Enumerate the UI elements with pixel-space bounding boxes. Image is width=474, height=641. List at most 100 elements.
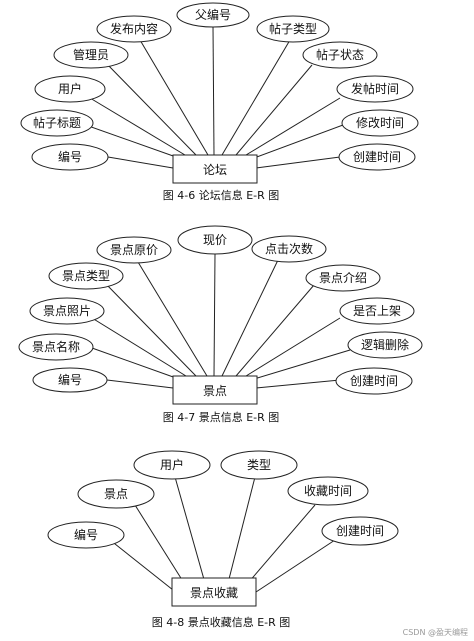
attr-scenic-clicks: 点击次数: [251, 235, 327, 263]
edge-scenic-clicks: [221, 259, 279, 377]
edge-forum-admin: [104, 61, 197, 156]
edge-forum-modify-time: [253, 124, 344, 159]
er-diagram-forum: 编号 帖子标题 用户 管理员 发布内容 父编号 帖子类型 帖子状态 发帖时间 修…: [20, 2, 419, 202]
attr-favorite-type: 类型: [220, 450, 298, 480]
attr-label: 编号: [58, 149, 82, 164]
attr-scenic-on-sale: 是否上架: [339, 297, 415, 325]
entity-scenic: 景点: [172, 375, 258, 405]
attr-scenic-type: 景点类型: [48, 262, 124, 290]
edge-forum-post-status: [235, 64, 313, 156]
attr-forum-post-status: 帖子状态: [302, 41, 378, 69]
attr-label: 帖子类型: [269, 21, 317, 36]
attr-label: 父编号: [195, 7, 231, 22]
attr-scenic-current-price: 现价: [177, 225, 253, 255]
caption-scenic: 图 4-7 景点信息 E-R 图: [163, 410, 280, 424]
attr-forum-parent-id: 父编号: [176, 2, 250, 28]
attr-forum-create-time: 创建时间: [338, 143, 416, 171]
edge-forum-user: [89, 97, 186, 156]
attr-label: 景点名称: [32, 339, 80, 354]
attr-favorite-scenic: 景点: [77, 479, 155, 509]
attr-label: 用户: [58, 81, 82, 96]
attr-scenic-logic-delete: 逻辑删除: [347, 331, 423, 359]
edge-scenic-type: [104, 282, 197, 377]
edge-favorite-type: [227, 476, 256, 584]
attr-scenic-photo: 景点照片: [29, 297, 105, 325]
attr-scenic-create-time: 创建时间: [335, 367, 413, 395]
edges-scenic: [91, 253, 351, 389]
attr-label: 帖子标题: [33, 115, 81, 130]
attr-label: 是否上架: [353, 304, 401, 318]
entity-favorite: 景点收藏: [171, 577, 257, 607]
attr-label: 帖子状态: [316, 47, 364, 62]
attr-label: 类型: [247, 458, 271, 472]
watermark: CSDN @盈天编程: [402, 628, 468, 637]
attr-favorite-id: 编号: [47, 521, 125, 549]
edge-forum-id: [107, 156, 174, 169]
attr-forum-post-time: 发帖时间: [336, 75, 414, 103]
entity-forum: 论坛: [172, 154, 258, 184]
edge-forum-parent-id: [212, 25, 215, 156]
edge-scenic-id: [106, 379, 174, 389]
attr-favorite-create-time: 创建时间: [321, 516, 399, 546]
attr-forum-admin: 管理员: [53, 41, 129, 69]
attr-label: 现价: [203, 233, 227, 247]
attr-label: 逻辑删除: [361, 337, 409, 352]
attr-favorite-collect-time: 收藏时间: [287, 476, 369, 506]
attr-label: 发帖时间: [351, 81, 399, 96]
edge-favorite-id: [109, 539, 174, 591]
attr-scenic-name: 景点名称: [18, 333, 94, 361]
attr-forum-modify-time: 修改时间: [341, 109, 419, 137]
attr-forum-content: 发布内容: [96, 15, 172, 43]
attr-label: 收藏时间: [304, 484, 352, 498]
caption-forum: 图 4-6 论坛信息 E-R 图: [163, 188, 280, 202]
edge-favorite-scenic: [134, 504, 185, 584]
attr-label: 景点类型: [62, 269, 110, 283]
attr-scenic-intro: 景点介绍: [305, 264, 381, 292]
attr-label: 编号: [74, 527, 98, 542]
attr-forum-id: 编号: [31, 143, 109, 171]
attr-label: 景点: [104, 487, 128, 501]
edge-scenic-create-time: [255, 379, 341, 389]
attr-favorite-user: 用户: [133, 450, 211, 480]
attr-label: 修改时间: [356, 115, 404, 130]
edge-forum-create-time: [255, 156, 341, 169]
attr-label: 创建时间: [336, 524, 384, 538]
edge-forum-post-type: [221, 39, 291, 156]
entity-label: 论坛: [203, 163, 227, 177]
attr-label: 发布内容: [110, 21, 158, 36]
attr-label: 编号: [58, 372, 82, 387]
attr-label: 景点原价: [110, 243, 158, 257]
er-diagram-favorite: 编号 景点 用户 类型 收藏时间 创建时间 景点收藏 图 4-8 景点收藏信息 …: [47, 450, 399, 629]
attr-forum-title: 帖子标题: [20, 109, 94, 137]
edge-forum-content: [139, 39, 209, 156]
attr-label: 用户: [160, 457, 184, 472]
edge-scenic-current-price: [213, 253, 216, 377]
attr-label: 点击次数: [265, 241, 313, 256]
edge-scenic-intro: [235, 284, 315, 377]
edge-scenic-photo: [91, 317, 187, 377]
attr-scenic-id: 编号: [32, 367, 108, 393]
caption-favorite: 图 4-8 景点收藏信息 E-R 图: [152, 615, 291, 629]
attr-label: 管理员: [73, 47, 109, 62]
edge-forum-post-time: [245, 97, 341, 156]
entity-label: 景点收藏: [190, 586, 238, 600]
edges-favorite: [109, 476, 336, 593]
attr-label: 创建时间: [350, 374, 398, 388]
edge-forum-title: [79, 122, 177, 158]
edge-scenic-on-sale: [245, 317, 341, 377]
edge-scenic-original-price: [137, 261, 208, 377]
edge-favorite-create-time: [255, 539, 336, 593]
edge-favorite-user: [174, 476, 206, 584]
edge-scenic-name: [91, 347, 177, 379]
attr-label: 景点照片: [43, 304, 91, 318]
entity-label: 景点: [203, 384, 227, 398]
edge-scenic-logic-delete: [253, 349, 351, 380]
attr-label: 景点介绍: [319, 271, 367, 285]
edges-forum: [79, 25, 344, 169]
attr-scenic-original-price: 景点原价: [96, 236, 172, 264]
attr-forum-user: 用户: [34, 75, 106, 103]
attr-label: 创建时间: [353, 150, 401, 164]
edge-favorite-collect-time: [247, 504, 316, 584]
attr-forum-post-type: 帖子类型: [256, 15, 330, 43]
